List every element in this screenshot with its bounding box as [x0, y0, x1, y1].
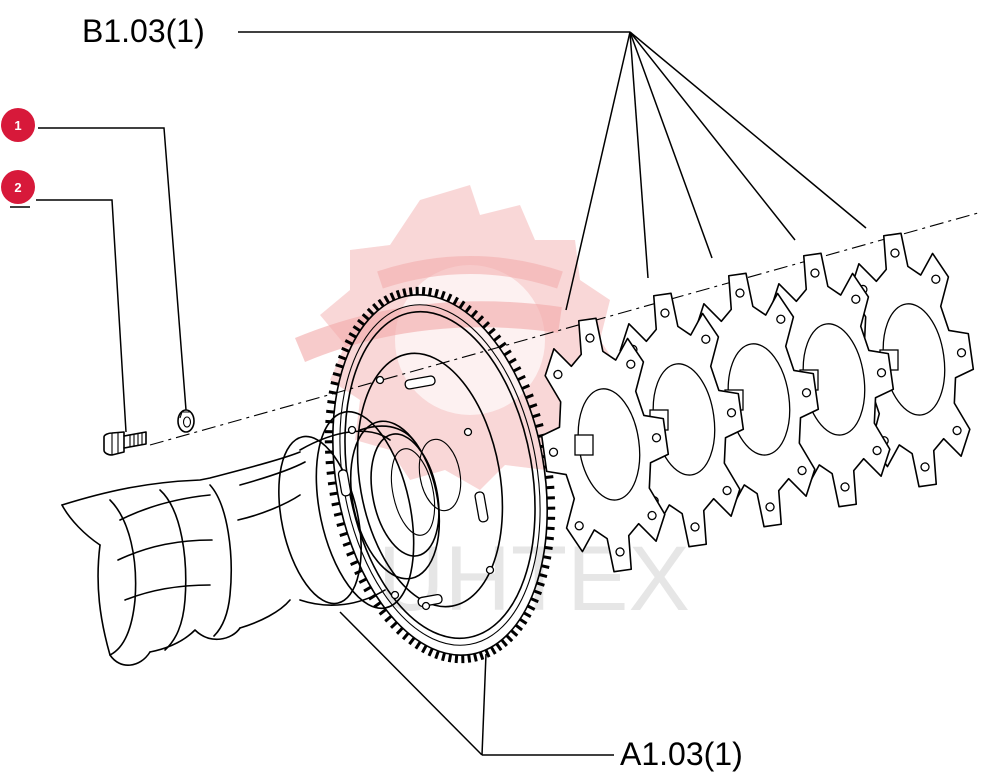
shim-plate-bolt-hole — [651, 433, 662, 443]
shim-plate-bolt-hole — [735, 288, 745, 298]
shim-plate-bolt-hole — [840, 482, 850, 492]
shim-plate-bolt-hole — [548, 447, 559, 457]
shim-plate-bolt-hole — [876, 368, 887, 378]
callout-number-1: 1 — [14, 118, 21, 133]
shim-plate — [540, 317, 670, 573]
shim-plate-bolt-hole — [626, 359, 636, 369]
shim-plate-bolt-hole — [872, 445, 882, 456]
crankshaft — [61, 410, 441, 666]
shim-plate-bolt-hole — [931, 274, 941, 284]
shim-plate-bolt-hole — [765, 502, 775, 512]
shim-plate-bolt-hole — [660, 308, 670, 318]
shim-plate-bolt-hole — [615, 547, 625, 557]
shim-plate-bolt-hole — [776, 314, 786, 324]
callout-number-2: 2 — [14, 180, 21, 195]
shim-plates — [540, 232, 975, 573]
assembly-center-axis — [149, 212, 979, 446]
bolt — [103, 431, 147, 456]
shim-plate-bolt-hole — [701, 334, 711, 344]
shim-plate-bolt-hole — [952, 425, 962, 436]
callout-badge-1[interactable]: 1 — [1, 108, 35, 142]
shim-plate-bolt-hole — [920, 462, 930, 472]
shim-plate-bolt-hole — [810, 268, 820, 278]
shim-plate-bolt-hole — [690, 522, 700, 532]
watermark-text: UHTEX — [378, 528, 690, 630]
shim-plate-bolt-hole — [956, 348, 967, 358]
washer — [177, 409, 195, 433]
label-a1-03: A1.03(1) — [620, 736, 743, 772]
label-b1-03: B1.03(1) — [82, 13, 205, 49]
shim-plate-bolt-hole — [574, 521, 584, 531]
shim-plate — [845, 232, 975, 488]
leader-lines — [10, 31, 867, 756]
shim-plate-bolt-hole — [647, 510, 657, 521]
shim-plate-bolt-hole — [585, 333, 595, 343]
shim-plate-bolt-hole — [726, 408, 737, 418]
shim-plate-bolt-hole — [722, 485, 732, 496]
shim-plate-bolt-hole — [890, 248, 900, 258]
callout-badge-2[interactable]: 2 — [1, 170, 35, 204]
shim-plate-bolt-hole — [797, 465, 807, 476]
watermark-gear-logo-icon — [295, 185, 620, 490]
shim-plate-bolt-hole — [553, 369, 563, 380]
shim-plate-key-notch — [574, 434, 594, 456]
shim-plate-bolt-hole — [801, 388, 812, 398]
shim-plate-bolt-hole — [851, 294, 861, 304]
